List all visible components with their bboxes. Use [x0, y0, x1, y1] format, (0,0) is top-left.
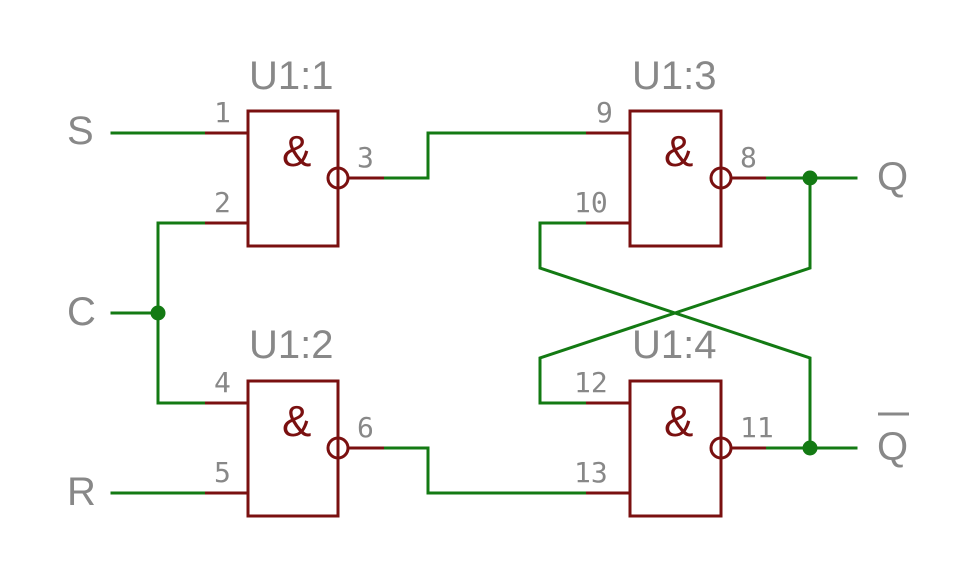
gate-u1-1-and-symbol: &: [282, 127, 311, 176]
pin-3-label: 3: [357, 141, 374, 174]
gate-u1-4-and-symbol: &: [664, 397, 693, 446]
wire-pin-12-to-q: [538, 176, 812, 405]
signal-qbar-label: Q: [877, 425, 908, 469]
signal-c-label: C: [67, 290, 96, 334]
gate-u1-3-inversion-bubble: [709, 166, 733, 190]
gate-u1-1-label: U1:1: [249, 54, 334, 98]
signal-s-label: S: [67, 109, 94, 153]
signal-r-label: R: [67, 470, 96, 514]
gate-u1-1-inversion-bubble: [326, 166, 350, 190]
wire-pin-3-to-pin-9: [382, 131, 588, 180]
signal-q-label: Q: [877, 155, 908, 199]
pin-10-label: 10: [574, 186, 608, 219]
pin-13-label: 13: [574, 456, 608, 489]
gate-u1-4-inversion-bubble: [709, 436, 733, 460]
wire-pin-6-to-pin-13: [382, 446, 588, 495]
gate-u1-2-body: [246, 379, 340, 518]
gate-u1-2-and-symbol: &: [282, 397, 311, 446]
gate-u1-3-label: U1:3: [632, 54, 717, 98]
junction-q: [802, 170, 818, 186]
wire-c-to-pin-4: [156, 311, 207, 405]
pin-9-label: 9: [596, 96, 613, 129]
pin-6-label: 6: [357, 411, 374, 444]
pin-11-label: 11: [740, 411, 774, 444]
junction-c: [150, 305, 166, 321]
gate-u1-2-inversion-bubble: [326, 436, 350, 460]
pin-8-label: 8: [740, 141, 757, 174]
gate-u1-2-label: U1:2: [249, 323, 334, 367]
pin-12-label: 12: [574, 366, 608, 399]
gate-u1-1-body: [246, 109, 340, 248]
gate-u1-4-label: U1:4: [632, 323, 717, 367]
gate-u1-3-body: [628, 109, 723, 248]
gate-u1-3-and-symbol: &: [664, 127, 693, 176]
wire-c-to-pin-2: [110, 221, 207, 315]
pin-2-label: 2: [214, 186, 231, 219]
pin-5-label: 5: [214, 456, 231, 489]
junction-qbar: [802, 440, 818, 456]
gate-u1-4-body: [628, 379, 723, 518]
pin-1-label: 1: [214, 96, 231, 129]
pin-4-label: 4: [214, 366, 231, 399]
wire-pin-10-to-qbar: [538, 221, 812, 450]
